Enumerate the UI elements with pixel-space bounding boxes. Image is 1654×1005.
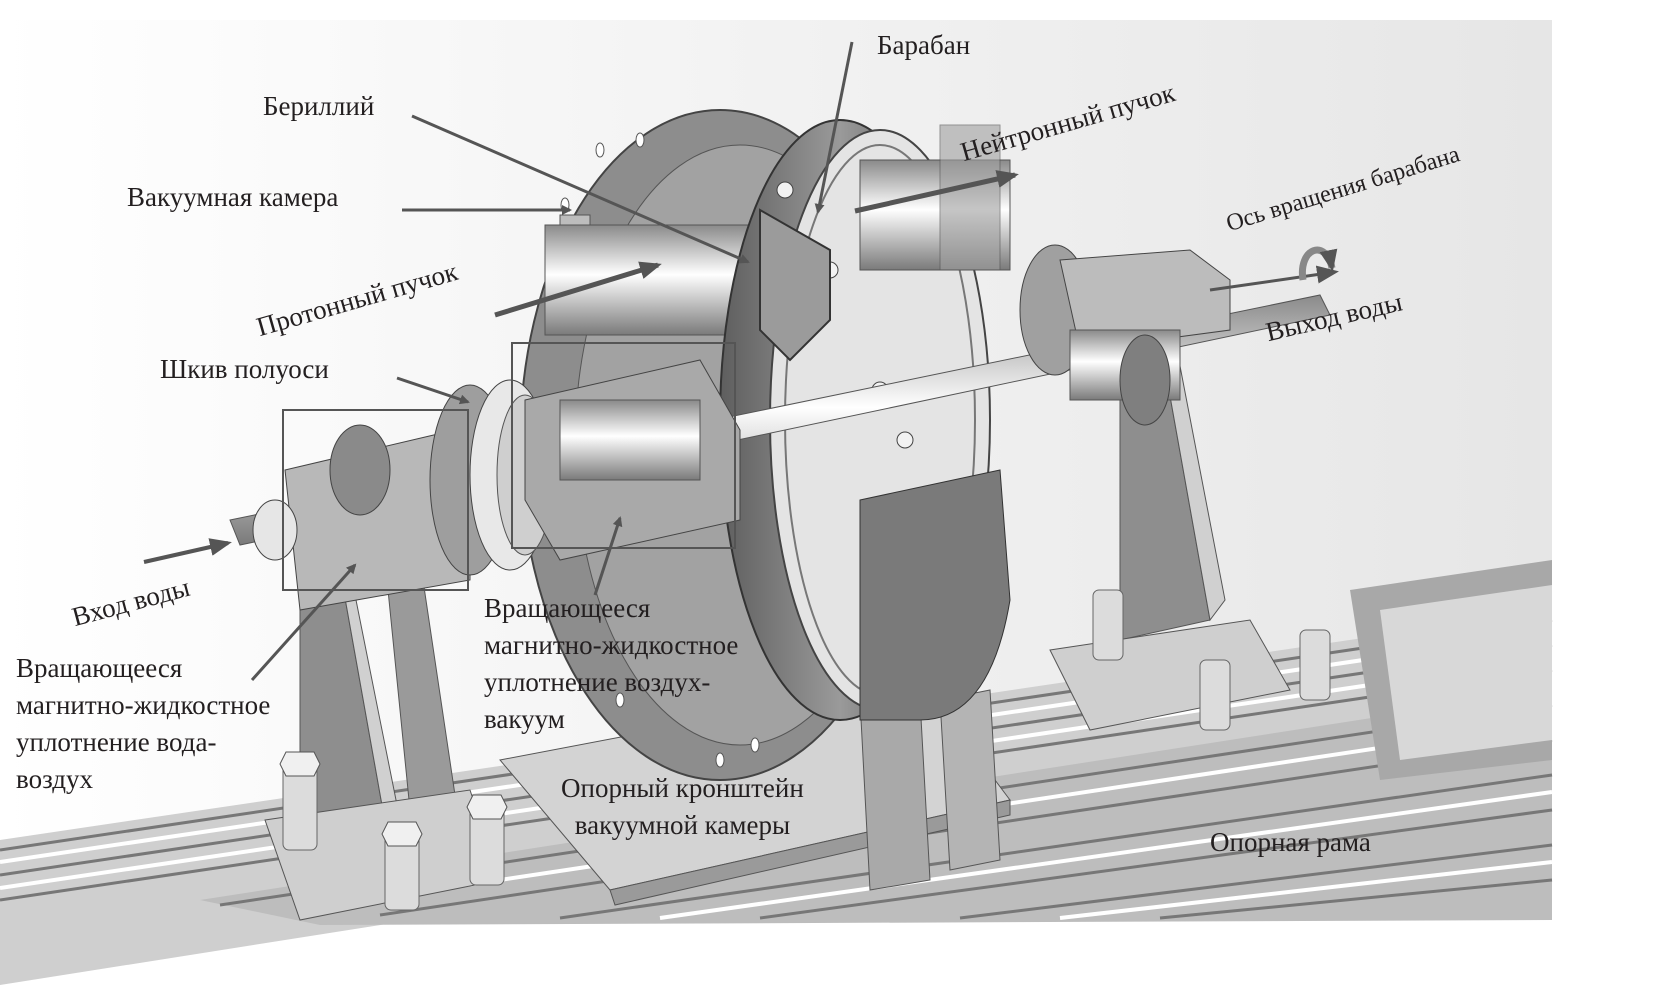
background-white-top: [0, 0, 1552, 20]
label-beryllium: Бериллий: [263, 91, 375, 121]
detail-box-air-vacuum-seal: [511, 342, 736, 549]
beryllium-target: [759, 208, 831, 362]
leader-beryllium: [411, 114, 750, 264]
drum-lower-shell: [859, 469, 1011, 721]
label-chamber-support-bracket: Опорный кронштейн вакуумной камеры: [561, 770, 804, 844]
middle-seal-housing: [524, 359, 741, 561]
label-seal-air-vacuum-line: вакуум: [484, 704, 565, 734]
label-half-axle-pulley: Шкив полуоси: [160, 354, 329, 384]
left-pedestal: [264, 559, 508, 921]
leader-seal-air-vacuum: [593, 516, 623, 596]
rotation-arrow-icon: [1298, 246, 1338, 281]
label-seal-water-air: Вращающееся магнитно-жидкостное уплотнен…: [16, 650, 270, 798]
proton-beam-arrow: [494, 261, 662, 318]
spring: [282, 759, 505, 911]
water-inlet-arrow: [143, 538, 232, 564]
label-seal-water-air-line: воздух: [16, 764, 93, 794]
label-support-frame: Опорная рама: [1210, 827, 1371, 857]
hex-nut: [279, 751, 508, 847]
beam-arrows: [143, 170, 1339, 564]
left-seal-housing: [252, 424, 471, 611]
label-seal-air-vacuum-line: Вращающееся: [484, 593, 651, 623]
right-seal-housing: [1019, 244, 1231, 426]
leader-drum: [814, 41, 854, 214]
vacuum-chamber-support-bracket: [499, 679, 1011, 906]
water-outlet-arrow: [1209, 265, 1339, 292]
label-vacuum-chamber: Вакуумная камера: [127, 182, 339, 212]
label-seal-water-air-line: Вращающееся: [16, 653, 183, 683]
detail-box-water-air-seal: [282, 409, 469, 591]
label-chamber-support-bracket-line: вакуумной камеры: [574, 810, 791, 840]
neutron-beam-tube: [859, 124, 1011, 271]
label-drum: Барабан: [877, 30, 971, 60]
leader-lines: [250, 41, 854, 682]
leader-seal-water-air: [250, 563, 357, 682]
label-chamber-support-bracket-line: Опорный кронштейн: [561, 773, 804, 803]
leader-pulley: [396, 376, 470, 405]
label-seal-air-vacuum-line: уплотнение воздух-: [484, 667, 711, 697]
label-seal-air-vacuum: Вращающееся магнитно-жидкостное уплотнен…: [484, 590, 738, 738]
neutron-beam-arrow: [854, 170, 1019, 214]
label-seal-air-vacuum-line: магнитно-жидкостное: [484, 630, 739, 660]
label-seal-water-air-line: магнитно-жидкостное: [16, 690, 271, 720]
label-seal-water-air-line: уплотнение вода-: [16, 727, 217, 757]
